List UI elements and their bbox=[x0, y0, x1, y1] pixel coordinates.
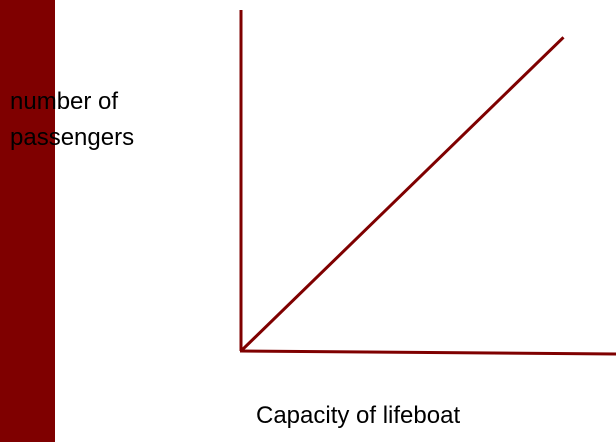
y-axis-label: number of passengers bbox=[10, 84, 134, 156]
x-axis-label: Capacity of lifeboat bbox=[256, 402, 461, 429]
series-layer bbox=[239, 36, 565, 353]
y-axis-label-line-1: number of bbox=[10, 88, 119, 115]
x-axis-line bbox=[239, 349, 616, 356]
y-axis-label-line-2: passengers bbox=[10, 124, 135, 151]
series-line-1 bbox=[239, 36, 565, 353]
left-accent-band bbox=[0, 0, 55, 442]
